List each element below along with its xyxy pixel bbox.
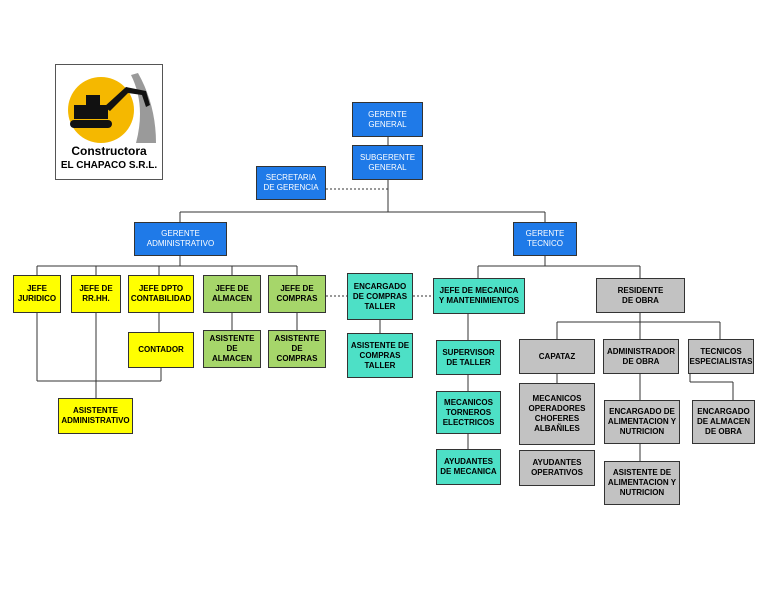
excavator-logo-icon — [68, 73, 156, 143]
node-encargado-almacen-obra: ENCARGADO DE ALMACEN DE OBRA — [692, 400, 755, 444]
node-jefe-almacen: JEFE DE ALMACEN — [203, 275, 261, 313]
node-asistente-compras-taller: ASISTENTE DE COMPRAS TALLER — [347, 333, 413, 378]
node-ayudantes-operativos: AYUDANTES OPERATIVOS — [519, 450, 595, 486]
node-encargado-compras-taller: ENCARGADO DE COMPRAS TALLER — [347, 273, 413, 320]
node-supervisor-taller: SUPERVISOR DE TALLER — [436, 340, 501, 375]
node-asistente-compras: ASISTENTE DE COMPRAS — [268, 330, 326, 368]
node-gerente-tecnico: GERENTE TECNICO — [513, 222, 577, 256]
node-subgerente-general: SUBGERENTE GENERAL — [352, 145, 423, 180]
company-logo: Constructora EL CHAPACO S.R.L. — [55, 64, 163, 180]
node-mecanicos-operadores: MECANICOS OPERADORES CHOFERES ALBAÑILES — [519, 383, 595, 445]
node-asistente-almacen: ASISTENTE DE ALMACEN — [203, 330, 261, 368]
node-gerente-administrativo: GERENTE ADMINISTRATIVO — [134, 222, 227, 256]
node-contador: CONTADOR — [128, 332, 194, 368]
logo-line2: EL CHAPACO S.R.L. — [60, 160, 158, 171]
node-residente-obra: RESIDENTE DE OBRA — [596, 278, 685, 313]
node-ayudantes-mecanica: AYUDANTES DE MECANICA — [436, 449, 501, 485]
node-tecnicos-especialistas: TECNICOS ESPECIALISTAS — [688, 339, 754, 374]
node-jefe-mecanica: JEFE DE MECANICA Y MANTENIMIENTOS — [433, 278, 525, 314]
node-asistente-administrativo: ASISTENTE ADMINISTRATIVO — [58, 398, 133, 434]
node-jefe-compras: JEFE DE COMPRAS — [268, 275, 326, 313]
node-administrador-obra: ADMINISTRADOR DE OBRA — [603, 339, 679, 374]
node-asistente-alimentacion: ASISTENTE DE ALIMENTACION Y NUTRICION — [604, 461, 680, 505]
logo-line1: Constructora — [71, 144, 147, 158]
node-secretaria-gerencia: SECRETARIA DE GERENCIA — [256, 166, 326, 200]
node-jefe-rrhh: JEFE DE RR.HH. — [71, 275, 121, 313]
node-gerente-general: GERENTE GENERAL — [352, 102, 423, 137]
node-jefe-juridico: JEFE JURIDICO — [13, 275, 61, 313]
node-jefe-contabilidad: JEFE DPTO CONTABILIDAD — [128, 275, 194, 313]
node-mecanicos-torneros: MECANICOS TORNEROS ELECTRICOS — [436, 391, 501, 434]
node-encargado-alimentacion: ENCARGADO DE ALIMENTACION Y NUTRICION — [604, 400, 680, 444]
node-capataz: CAPATAZ — [519, 339, 595, 374]
